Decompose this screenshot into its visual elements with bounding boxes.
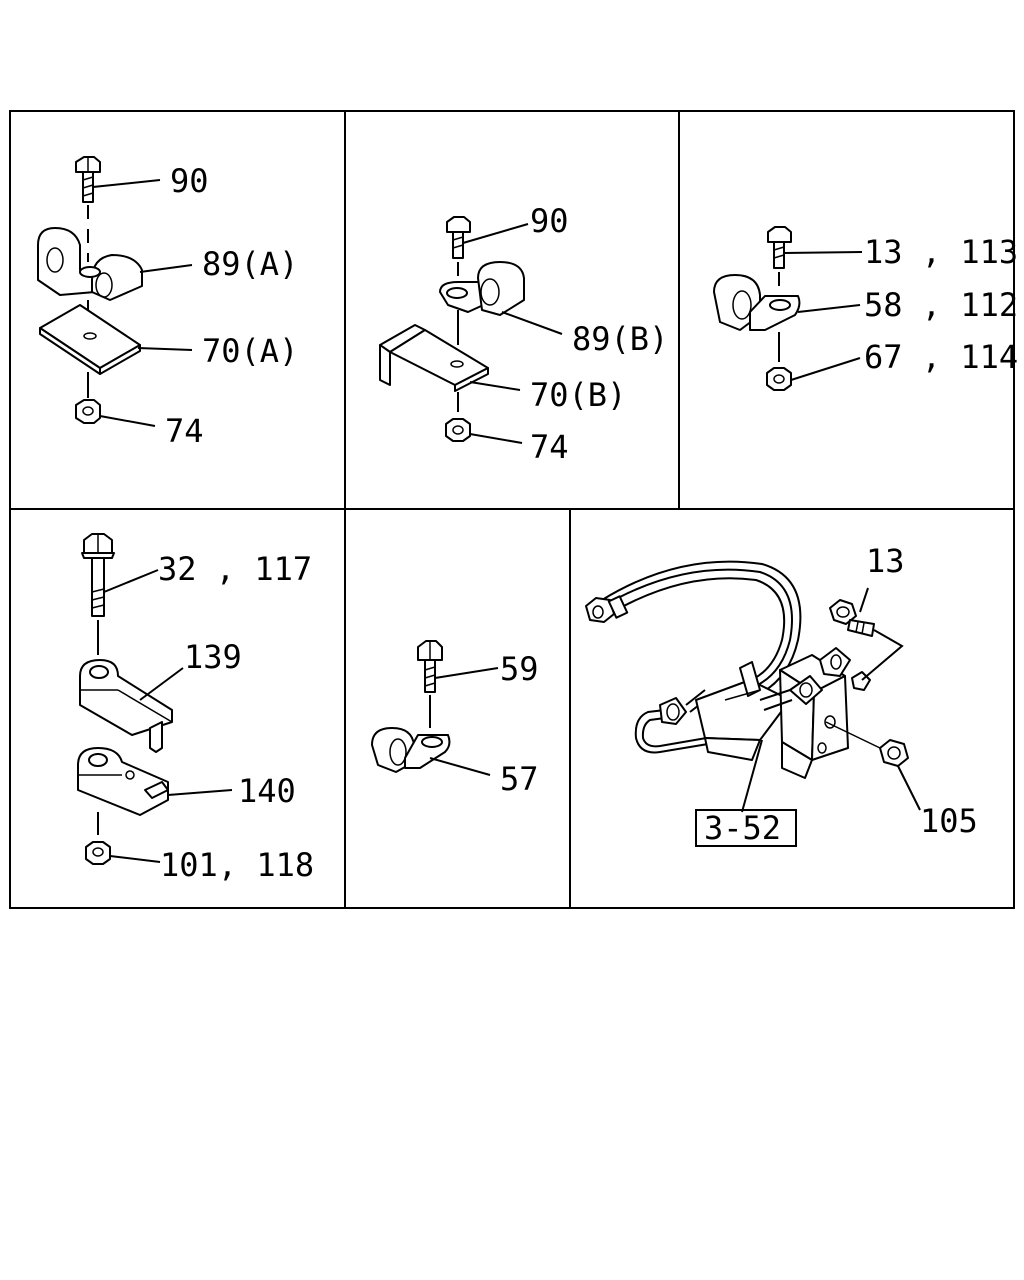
callout-140: 140 [238,772,296,810]
clamp-89b [439,261,525,316]
nut-67-114 [766,367,792,391]
bolt-90 [75,156,101,203]
panel-6: 13 3-52 105 [585,542,978,847]
callout-89b: 89(B) [572,320,668,358]
bolt-13-113 [767,226,792,269]
callout-101-118: 101, 118 [160,846,314,884]
bracket-3-52 [695,661,791,761]
bolt-59 [417,640,443,693]
callout-57: 57 [500,760,539,798]
nut-105 [879,739,909,767]
callout-58-112: 58 , 112 [864,286,1018,324]
clamp-58-112 [713,274,801,331]
callout-70a: 70(A) [202,332,298,370]
panel-4: 32 , 117 139 140 101, 118 [77,533,314,884]
bracket-140 [77,747,169,816]
brake-hose [585,560,802,699]
nut-74 [445,418,471,442]
callout-90: 90 [170,162,209,200]
callout-13: 13 [866,542,905,580]
panel-5: 59 57 [371,640,539,798]
callout-3-52: 3-52 [704,809,781,847]
nut-101-118 [85,841,111,865]
bolt-90 [446,216,471,259]
plate-70a [39,304,141,375]
callout-139: 139 [184,638,242,676]
clamp-89a [37,227,143,301]
nut-74 [75,399,101,424]
bolt-13 [829,599,875,637]
panel-3: 13 , 113 58 , 112 67 , 114 [713,226,1018,391]
callout-105: 105 [920,802,978,840]
panel-frames [9,110,1015,909]
callout-59: 59 [500,650,539,688]
panel-1: 90 89(A) 70(A) 74 [37,156,298,450]
callout-74: 74 [165,412,204,450]
panel-2: 90 89(B) 70(B) 74 [379,202,668,466]
callout-90: 90 [530,202,569,240]
bracket-70b [379,324,489,392]
tee-block [759,647,871,779]
callout-13-113: 13 , 113 [864,233,1018,271]
bolt-32-117 [81,533,115,617]
callout-32-117: 32 , 117 [158,550,312,588]
clamp-57 [371,727,451,773]
reference-box [695,809,797,847]
callout-70b: 70(B) [530,376,626,414]
callout-89a: 89(A) [202,245,298,283]
callout-74: 74 [530,428,569,466]
bracket-139 [79,659,173,753]
callout-67-114: 67 , 114 [864,338,1018,376]
